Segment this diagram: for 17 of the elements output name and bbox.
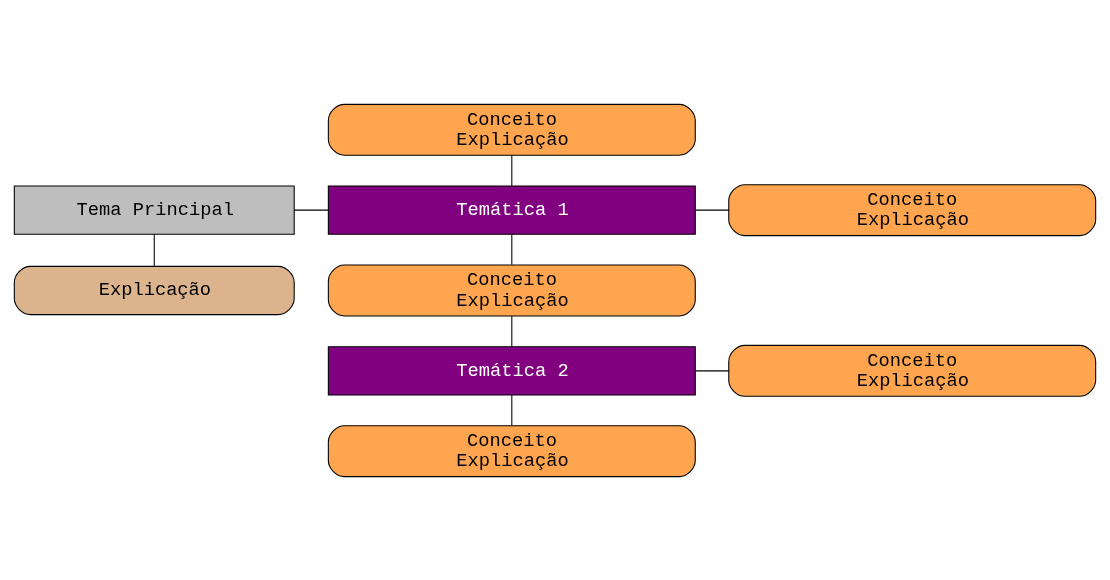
node-box: Temática 2 bbox=[327, 345, 696, 395]
connector bbox=[511, 233, 513, 265]
node-box: Explicação bbox=[13, 265, 295, 315]
connector bbox=[511, 314, 513, 347]
node-box: Conceito Explicação bbox=[728, 183, 1097, 236]
node-box: Temática 1 bbox=[327, 185, 696, 235]
connector bbox=[293, 209, 329, 211]
connector bbox=[153, 233, 155, 267]
node-box: Conceito Explicação bbox=[327, 103, 696, 156]
node-box: Conceito Explicação bbox=[327, 264, 696, 316]
node-box: Conceito Explicação bbox=[728, 344, 1097, 397]
connector bbox=[511, 394, 513, 426]
node-box: Conceito Explicação bbox=[327, 424, 696, 477]
connector bbox=[695, 369, 730, 371]
connector bbox=[511, 154, 513, 187]
node-box: Tema Principal bbox=[13, 185, 295, 235]
connector bbox=[695, 209, 730, 211]
